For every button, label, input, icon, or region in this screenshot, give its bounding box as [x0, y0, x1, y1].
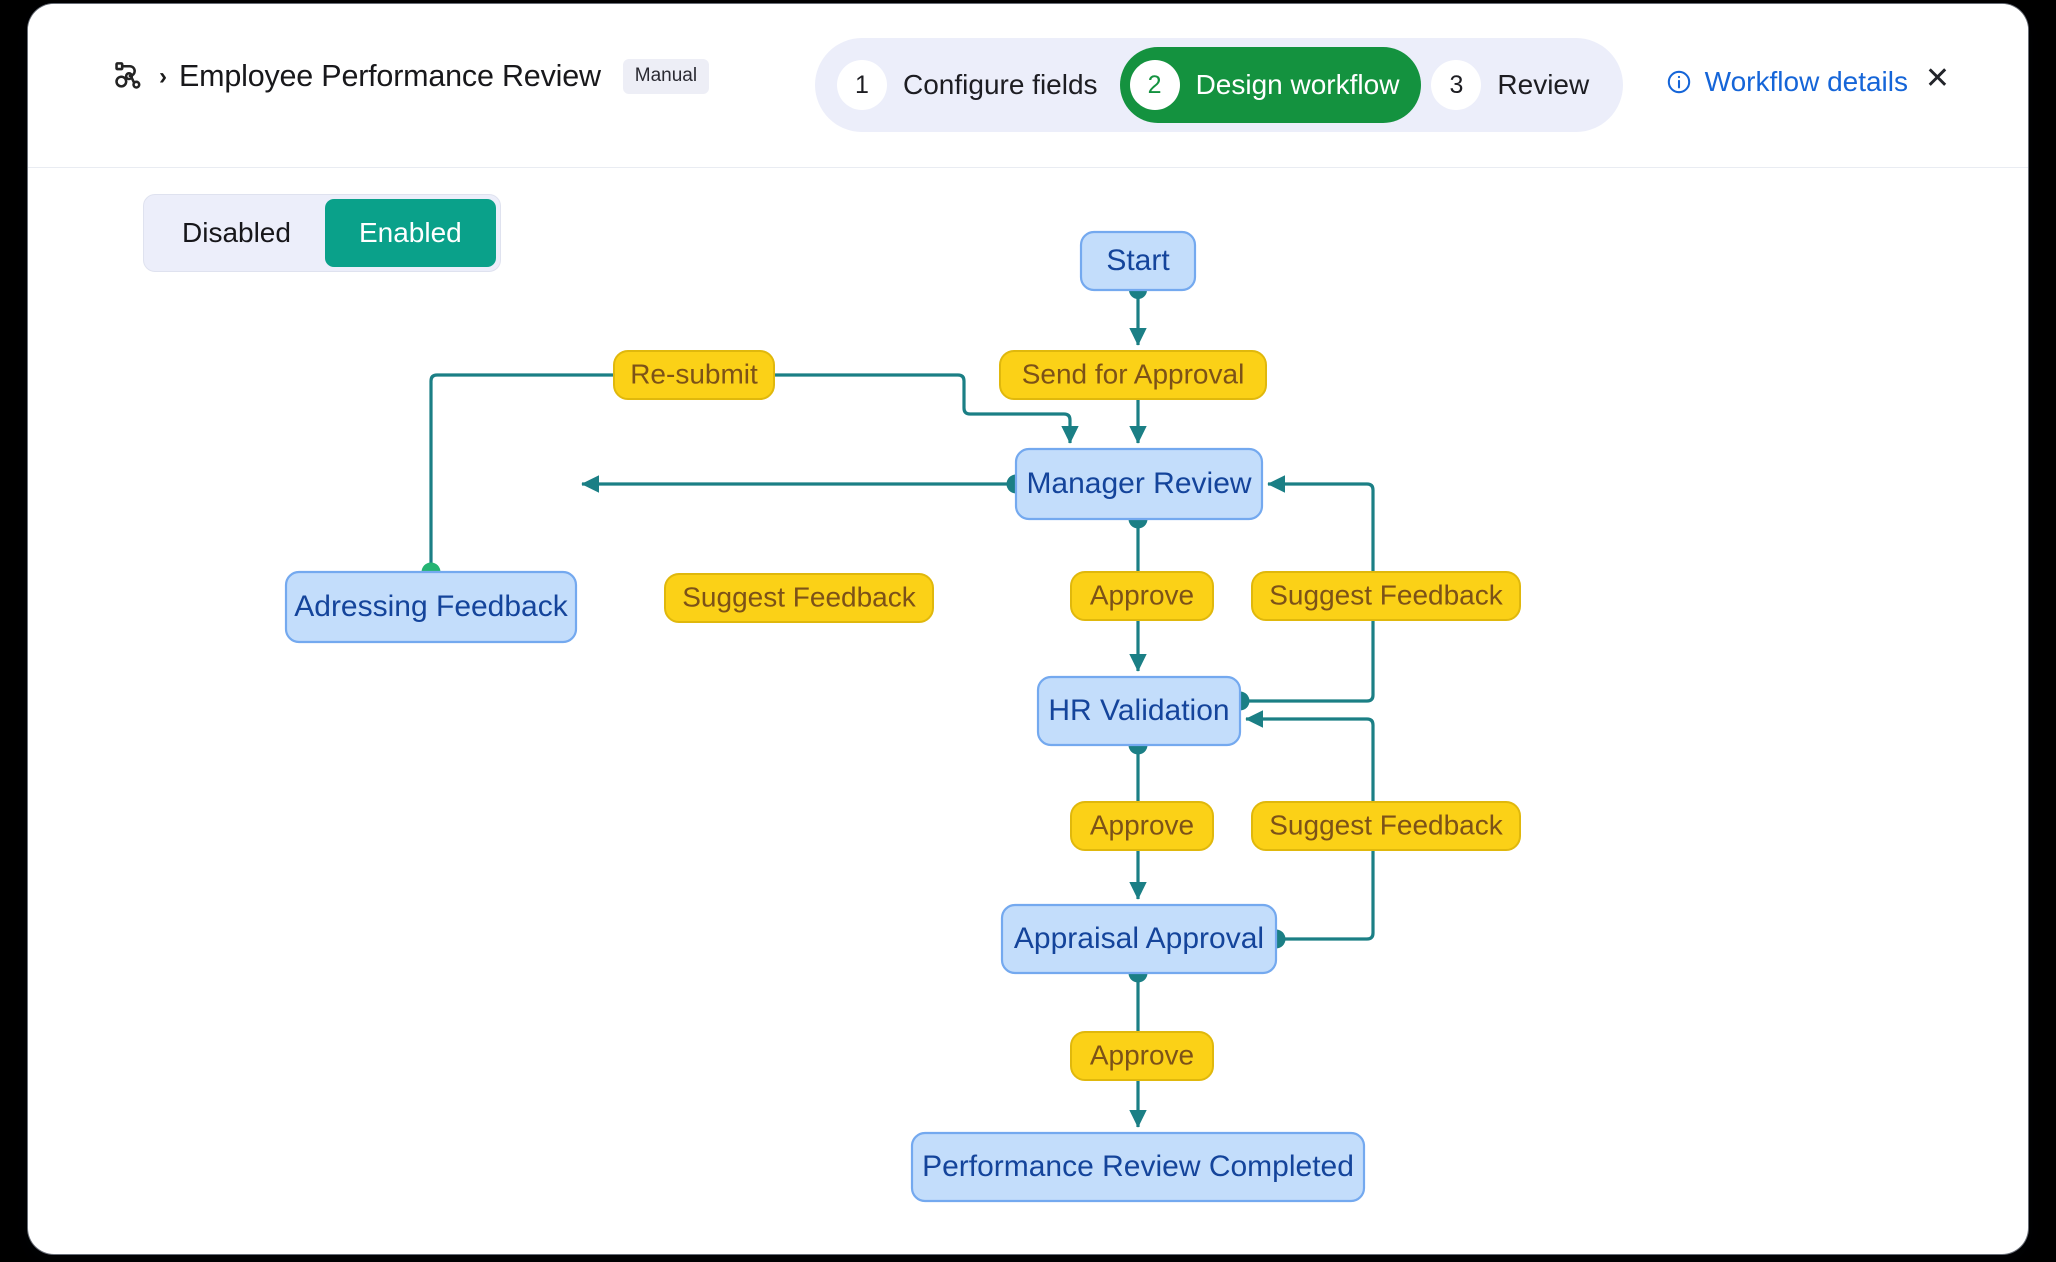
node-hr-validation[interactable]: HR Validation: [1036, 675, 1242, 747]
step-review[interactable]: 3 Review: [1421, 47, 1611, 123]
page-title: Employee Performance Review: [179, 59, 601, 93]
trigger-type-badge: Manual: [622, 59, 710, 94]
pill-label: Suggest Feedback: [1269, 809, 1503, 840]
pill-re-submit[interactable]: Re-submit: [613, 350, 775, 400]
toggle-option-enabled[interactable]: Enabled: [324, 199, 496, 267]
workflow-details-link[interactable]: Workflow details: [1666, 66, 1908, 98]
enabled-disabled-toggle[interactable]: Disabled Enabled: [143, 194, 501, 272]
pill-label: Approve: [1090, 1039, 1194, 1070]
breadcrumb: › Employee Performance Review Manual: [112, 59, 710, 94]
pill-approve-manager[interactable]: Approve: [1070, 571, 1214, 621]
step-design-workflow[interactable]: 2 Design workflow: [1119, 47, 1422, 123]
toggle-option-disabled[interactable]: Disabled: [182, 217, 291, 248]
node-label: Performance Review Completed: [922, 1150, 1354, 1183]
app-header: › Employee Performance Review Manual 1 C…: [28, 4, 2028, 168]
node-label: Adressing Feedback: [294, 590, 568, 623]
node-start[interactable]: Start: [1079, 230, 1197, 292]
breadcrumb-separator: ›: [159, 62, 167, 90]
edge-addressing-to-manager[interactable]: [421, 373, 1079, 582]
node-manager-review[interactable]: Manager Review: [1014, 447, 1264, 521]
info-icon: [1666, 69, 1692, 95]
workflow-icon: [112, 60, 146, 94]
workflow-diagram: Start Adressing Feedback Manager Review …: [284, 230, 1521, 1203]
pill-approve-appraisal[interactable]: Approve: [1070, 1031, 1214, 1081]
edge-manager-to-addressing[interactable]: [581, 474, 1026, 494]
pill-label: Approve: [1090, 809, 1194, 840]
node-performance-review-completed[interactable]: Performance Review Completed: [910, 1131, 1366, 1203]
workflow-canvas[interactable]: Start Adressing Feedback Manager Review …: [28, 168, 2028, 1254]
pill-label: Suggest Feedback: [1269, 579, 1503, 610]
step-configure-fields[interactable]: 1 Configure fields: [827, 47, 1120, 123]
step-label: Configure fields: [903, 69, 1098, 100]
node-label: HR Validation: [1048, 694, 1229, 727]
node-adressing-feedback[interactable]: Adressing Feedback: [284, 570, 578, 644]
workflow-builder-window: › Employee Performance Review Manual 1 C…: [28, 4, 2028, 1254]
pill-suggest-feedback-hr[interactable]: Suggest Feedback: [1251, 571, 1521, 621]
node-appraisal-approval[interactable]: Appraisal Approval: [1000, 903, 1278, 975]
step-number: 2: [1129, 60, 1180, 110]
wizard-stepper: 1 Configure fields 2 Design workflow 3 R…: [815, 38, 1624, 132]
close-icon[interactable]: ✕: [1924, 62, 1950, 95]
step-number: 1: [837, 60, 887, 110]
node-label: Appraisal Approval: [1014, 922, 1264, 955]
node-label: Manager Review: [1026, 467, 1251, 500]
pill-approve-hr[interactable]: Approve: [1070, 801, 1214, 851]
pill-label: Suggest Feedback: [682, 581, 916, 612]
pill-label: Approve: [1090, 579, 1194, 610]
pill-suggest-feedback-appraisal[interactable]: Suggest Feedback: [1251, 801, 1521, 851]
node-label: Start: [1106, 244, 1170, 277]
step-number: 3: [1431, 60, 1482, 110]
pill-label: Send for Approval: [1022, 358, 1245, 389]
pill-label: Re-submit: [630, 358, 758, 389]
workflow-details-label: Workflow details: [1704, 66, 1908, 97]
step-label: Review: [1497, 69, 1590, 100]
step-label: Design workflow: [1195, 69, 1400, 100]
pill-send-for-approval[interactable]: Send for Approval: [999, 350, 1267, 400]
pill-suggest-feedback-manager[interactable]: Suggest Feedback: [664, 573, 934, 623]
